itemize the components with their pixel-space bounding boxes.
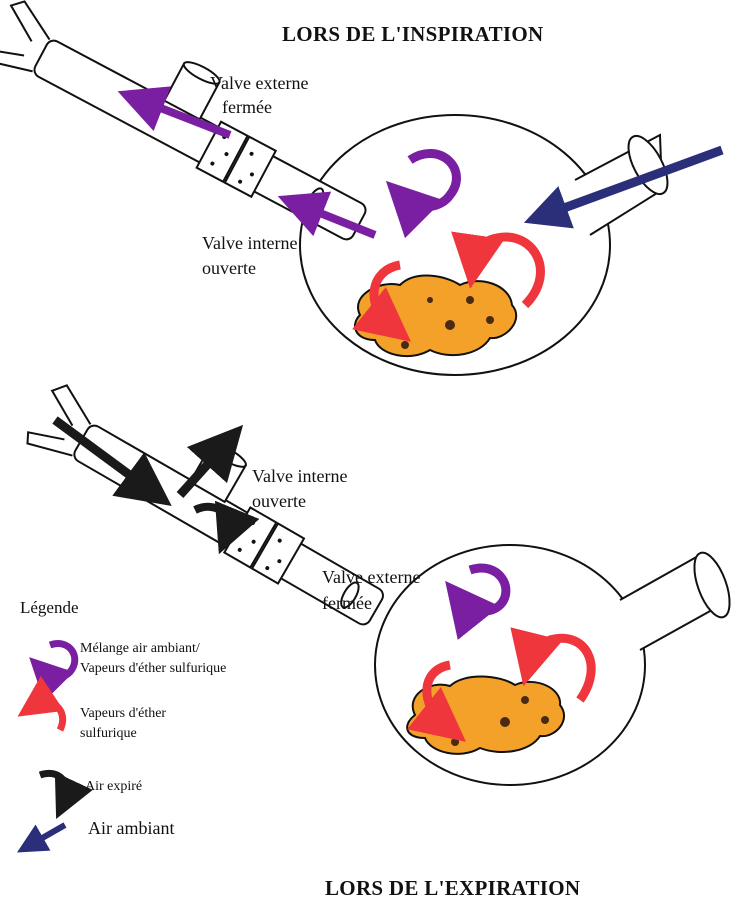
legend-vapor-line1: Vapeurs d'éther [80,705,166,723]
legend-vapor-icon [35,702,63,730]
legend-exhaled-icon [40,773,67,800]
legend-ambient-icon [30,825,65,845]
label-external-valve-top-1: Valve externe [210,72,308,94]
title-inspiration: LORS DE L'INSPIRATION [282,22,543,47]
legend-mix-line1: Mélange air ambiant/ [80,640,200,658]
label-internal-valve-bottom-1: Valve interne [252,465,347,487]
label-internal-valve-bottom-2: ouverte [252,490,306,512]
legend-ambient-label: Air ambiant [88,817,174,839]
legend-mix-line2: Vapeurs d'éther sulfurique [80,660,226,678]
title-expiration: LORS DE L'EXPIRATION [325,876,580,901]
label-external-valve-top-2: fermée [222,96,272,118]
legend-exhaled-label: Air expiré [85,778,142,796]
legend-title: Légende [20,598,79,618]
inspiration-apparatus [0,0,722,375]
label-external-valve-bottom-2: fermée [322,592,372,614]
legend-vapor-line2: sulfurique [80,725,137,743]
legend-icons [30,644,75,845]
label-internal-valve-top-1: Valve interne [202,232,297,254]
legend-mix-icon [44,644,75,678]
label-internal-valve-top-2: ouverte [202,257,256,279]
label-external-valve-bottom-1: Valve externe [322,566,420,588]
